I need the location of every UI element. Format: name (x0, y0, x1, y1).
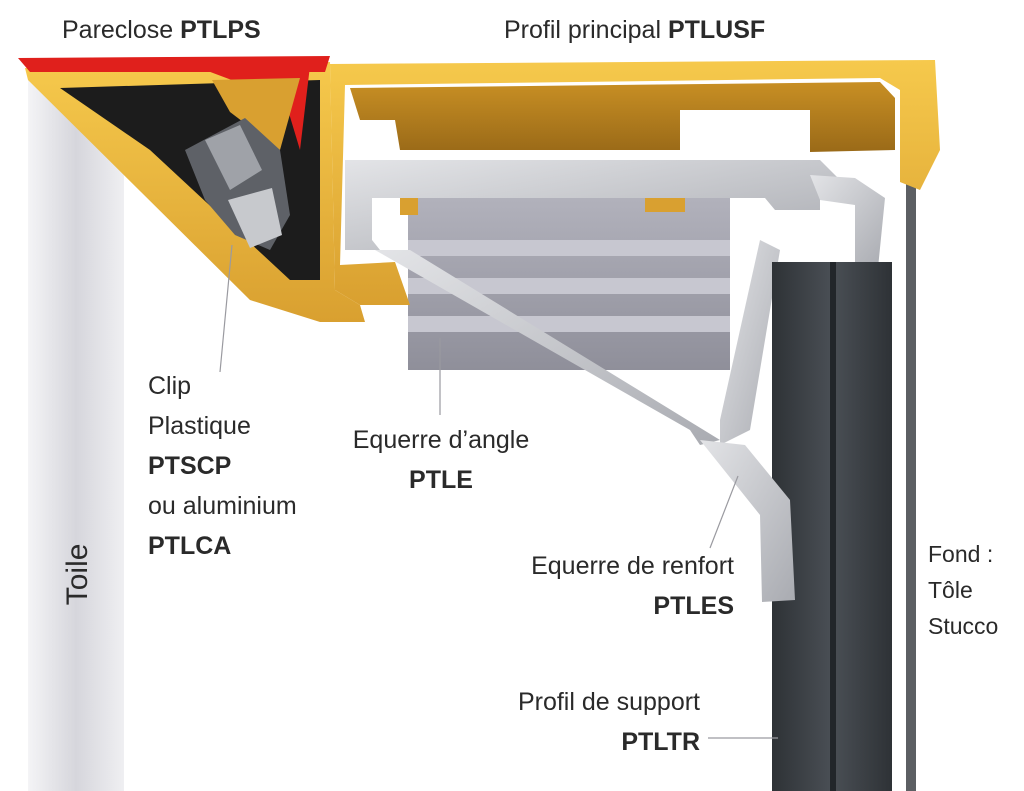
equerre-angle-shape (345, 160, 885, 445)
fond-line1: Fond : (928, 541, 994, 567)
leader-clip (219, 244, 233, 373)
equerre-angle-text: Equerre d’angle (352, 426, 530, 454)
label-equerre-renfort: Equerre de renfort PTLES (482, 546, 734, 626)
equerre-renfort-code: PTLES (653, 592, 734, 620)
label-toile: Toile (60, 543, 94, 606)
label-fond: Fond : Tôle Stucco (928, 536, 998, 644)
leader-equerre-renfort (709, 475, 739, 549)
leader-lines (219, 244, 778, 739)
clip-shape (185, 118, 290, 250)
fond-panel (906, 150, 916, 791)
label-profil-principal: Profil principal PTLUSF (504, 14, 765, 48)
equerre-renfort-text: Equerre de renfort (531, 552, 734, 580)
profil-support-text: Profil de support (517, 688, 700, 716)
label-profil-support: Profil de support PTLTR (472, 682, 700, 762)
toile-canvas (28, 80, 124, 791)
profil-principal-text: Profil principal (504, 16, 662, 44)
clip-code2: PTLCA (148, 532, 232, 560)
pareclose-code: PTLPS (180, 16, 261, 44)
clip-line3: ou aluminium (148, 492, 297, 520)
equerre-renfort-shape (700, 440, 795, 602)
pareclose-text: Pareclose (62, 16, 174, 44)
label-pareclose: Pareclose PTLPS (62, 14, 261, 48)
fond-line2: Tôle (928, 577, 973, 603)
profil-support-code: PTLTR (621, 728, 700, 756)
profil-principal-code: PTLUSF (667, 16, 766, 44)
support-profile-groove (830, 262, 836, 791)
fond-line3: Stucco (928, 613, 999, 639)
equerre-angle-code: PTLE (409, 466, 473, 494)
clip-line2: Plastique (148, 412, 251, 440)
clip-line1: Clip (148, 372, 192, 400)
label-equerre-angle: Equerre d’angle PTLE (335, 420, 547, 500)
label-clip: Clip Plastique PTSCP ou aluminium PTLCA (148, 366, 297, 566)
clip-code1: PTSCP (148, 452, 232, 480)
